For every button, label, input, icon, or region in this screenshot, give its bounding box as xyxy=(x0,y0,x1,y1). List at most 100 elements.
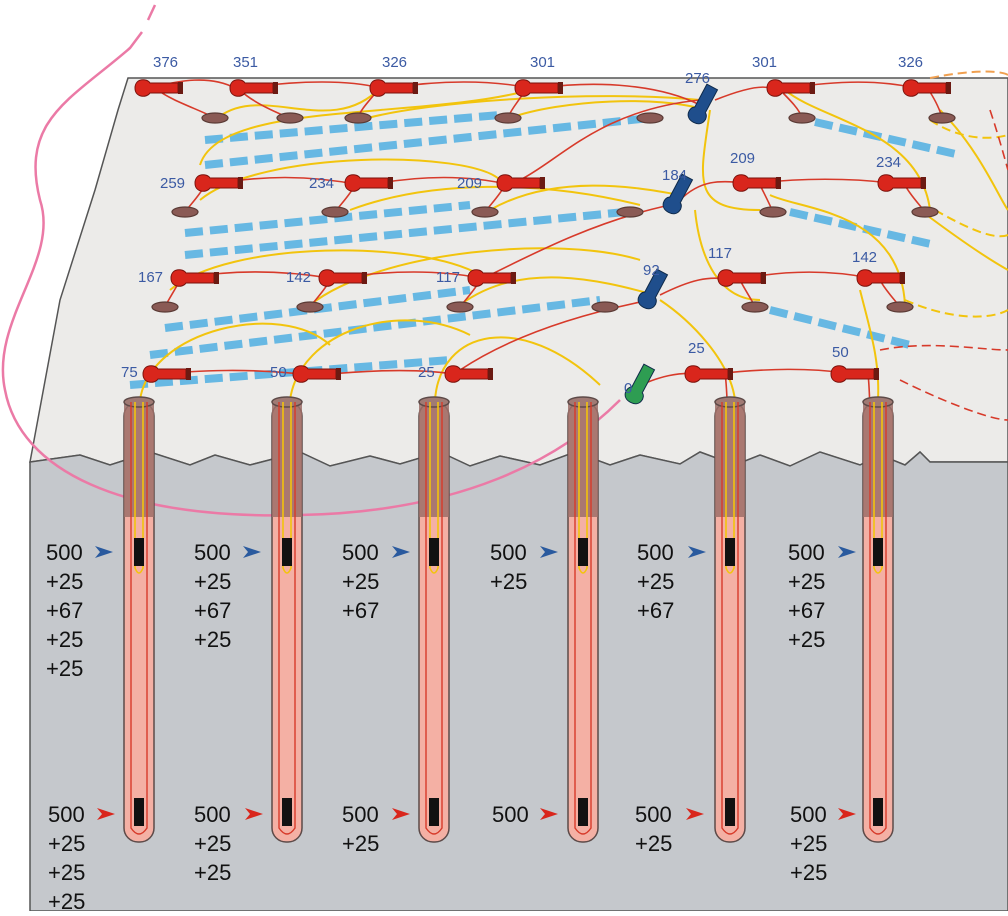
stemming-zone xyxy=(863,402,893,517)
downline-lower xyxy=(278,402,296,835)
downline-upper xyxy=(873,402,883,574)
red-detonator xyxy=(292,365,341,383)
borehole xyxy=(714,396,746,843)
upper-delay-value: 500 xyxy=(342,540,379,565)
collar-hole xyxy=(911,206,939,218)
lower-delay-value: +25 xyxy=(342,831,379,856)
lower-delay-value: +25 xyxy=(790,831,827,856)
red-detonator xyxy=(766,79,815,97)
upper-delay-value: 500 xyxy=(637,540,674,565)
blue-detonator xyxy=(687,83,719,125)
delay-label: 184 xyxy=(662,167,687,184)
surface-detonators xyxy=(134,79,951,405)
collar-hole xyxy=(321,206,349,218)
red-detonator xyxy=(877,174,926,192)
red-detonator xyxy=(194,174,243,192)
detonator-cap xyxy=(558,82,563,94)
delay-label: 75 xyxy=(121,364,138,381)
blue-arrow xyxy=(540,546,558,558)
red-detonator xyxy=(856,269,905,287)
downline-upper xyxy=(429,402,439,574)
collar-hole xyxy=(759,206,787,218)
red-arrow xyxy=(838,808,856,820)
upper-primer xyxy=(134,538,144,566)
delay-label: 25 xyxy=(418,364,435,381)
collar-hole xyxy=(636,112,664,124)
collar-hole xyxy=(886,301,914,313)
lower-primer xyxy=(873,798,883,826)
collar-hole xyxy=(276,112,304,124)
detonator-cap xyxy=(388,177,393,189)
downline-lower xyxy=(574,402,592,835)
upper-primer xyxy=(282,538,292,566)
red-detonator xyxy=(134,79,183,97)
lower-delay-value: +25 xyxy=(635,831,672,856)
upper-delay-value: +67 xyxy=(637,598,674,623)
upper-delay-value: +67 xyxy=(342,598,379,623)
delay-label: 259 xyxy=(160,175,185,192)
detonator-cap xyxy=(362,272,367,284)
lower-delay-value: +25 xyxy=(48,860,85,885)
detonator-cap xyxy=(728,368,733,380)
blue-detonator xyxy=(637,268,669,310)
upper-delay-value: 500 xyxy=(194,540,231,565)
collar-hole xyxy=(471,206,499,218)
borehole xyxy=(123,396,155,843)
red-arrow xyxy=(540,808,558,820)
collar-hole xyxy=(446,301,474,313)
red-arrow xyxy=(97,808,115,820)
detonator-body xyxy=(687,83,719,125)
upper-primer xyxy=(578,538,588,566)
lower-delay-value: +25 xyxy=(194,831,231,856)
borehole-collar xyxy=(714,396,746,408)
red-arrow xyxy=(245,808,263,820)
stemming-zone xyxy=(419,402,449,517)
blue-arrow xyxy=(243,546,261,558)
red-detonator xyxy=(717,269,766,287)
delay-label: 142 xyxy=(286,269,311,286)
lower-delay-value: +25 xyxy=(48,831,85,856)
pink-lead-line xyxy=(1,4,621,517)
detonator-cap xyxy=(488,368,493,380)
delay-label: 326 xyxy=(382,54,407,71)
upper-delay-value: +25 xyxy=(46,656,83,681)
red-detonator xyxy=(444,365,493,383)
delay-label: 117 xyxy=(708,245,732,262)
delay-label: 50 xyxy=(832,344,849,361)
delay-label: 234 xyxy=(309,175,334,192)
delay-label: 167 xyxy=(138,269,163,286)
upper-delay-value: +25 xyxy=(194,569,231,594)
collar-hole xyxy=(616,206,644,218)
surface-delay-labels: 376 351 326 301 276 301 326 259 234 209 … xyxy=(121,54,923,397)
collar-hole xyxy=(591,301,619,313)
upper-delay-value: +25 xyxy=(490,569,527,594)
delay-label: 234 xyxy=(876,154,901,171)
red-detonator xyxy=(830,365,879,383)
red-detonator xyxy=(229,79,278,97)
red-detonator xyxy=(684,365,733,383)
delay-label: 50 xyxy=(270,364,287,381)
detonator-cap xyxy=(810,82,815,94)
detonator-cap xyxy=(214,272,219,284)
in-hole-delay-labels: 500 +25 +67 +25 +25 500 +25 +25 +25 500 … xyxy=(46,540,827,914)
upper-delay-value: +67 xyxy=(788,598,825,623)
delay-label: 209 xyxy=(457,175,482,192)
lower-delay-value: 500 xyxy=(635,802,672,827)
lower-delay-value: 500 xyxy=(342,802,379,827)
detonator-body xyxy=(662,173,694,215)
upper-delay-value: 500 xyxy=(46,540,83,565)
red-detonator xyxy=(344,174,393,192)
upper-delay-value: +25 xyxy=(788,569,825,594)
detonator-cap xyxy=(186,368,191,380)
lower-delay-value: 500 xyxy=(790,802,827,827)
upper-delay-value: +25 xyxy=(342,569,379,594)
red-detonator xyxy=(496,174,545,192)
stemming-zone xyxy=(715,402,745,517)
upper-delay-value: +25 xyxy=(194,627,231,652)
red-detonator xyxy=(467,269,516,287)
borehole-collar xyxy=(123,396,155,408)
collar-hole xyxy=(201,112,229,124)
primer-arrows xyxy=(95,546,856,820)
detonator-cap xyxy=(273,82,278,94)
